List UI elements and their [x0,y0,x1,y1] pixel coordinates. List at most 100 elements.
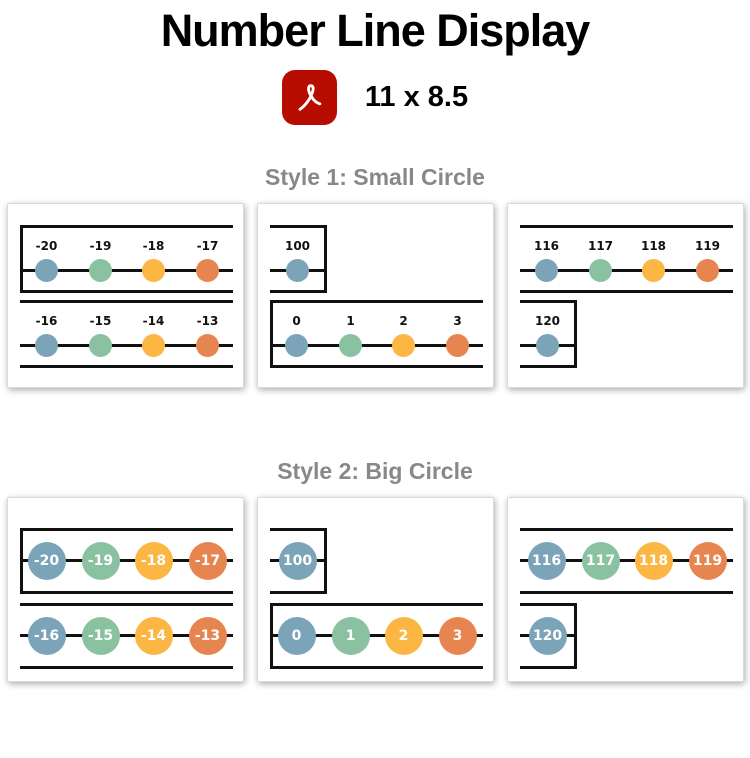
number-circle [89,259,112,282]
number-line [269,344,483,347]
strip-border-line [269,603,483,606]
number-circle-with-label: 118 [634,541,673,580]
section-title-big-circle: Style 2: Big Circle [277,458,473,484]
number-circle-with-label: 100 [278,541,317,580]
number-circle [535,259,558,282]
number-circle [589,259,612,282]
number-circle-with-label: -20 [27,541,66,580]
number-circle-with-label: -16 [27,616,66,655]
tick-number-label: 100 [284,239,311,253]
acrobat-pdf-icon [281,69,337,125]
number-circle [35,334,58,357]
box-right-border [323,528,327,594]
number-circle [446,334,469,357]
tick-number-label: -14 [142,314,165,328]
strip-border-line [269,225,327,228]
strip-border-line [19,300,233,303]
number-circle [536,334,559,357]
page-preview-panel: -20-19-18-17-16-15-14-13 [6,203,244,388]
strip-border-line [519,591,733,594]
number-circle [339,334,362,357]
number-circle-with-label: 1 [331,616,370,655]
number-circle [196,259,219,282]
strip-border-line [269,591,327,594]
tick-number-label: 118 [640,239,667,253]
tick-number-label: 117 [587,239,614,253]
page-size-label: 11 x 8.5 [364,80,469,113]
number-circle-with-label: 117 [581,541,620,580]
strip-border-line [19,528,233,531]
tick-number-label: -15 [89,314,112,328]
number-circle-with-label: -14 [134,616,173,655]
number-line [519,269,733,272]
box-left-border [19,528,23,594]
tick-number-label: -13 [196,314,219,328]
box-left-border [269,300,273,368]
strip-border-line [519,666,577,669]
number-circle-with-label: -17 [188,541,227,580]
strip-border-line [519,300,577,303]
page-title: Number Line Display [160,5,591,56]
tick-number-label: -18 [142,239,165,253]
strip-border-line [519,528,733,531]
number-line [19,634,233,637]
number-circle-with-label: 119 [688,541,727,580]
box-left-border [269,603,273,669]
strip-border-line [519,603,577,606]
tick-number-label: -20 [35,239,58,253]
number-circle [142,334,165,357]
tick-number-label: 120 [534,314,561,328]
box-right-border [573,300,577,368]
number-circle [89,334,112,357]
number-line [19,344,233,347]
pdf-info-row: 11 x 8.5 [0,69,750,125]
number-circle-with-label: 0 [277,616,316,655]
strip-border-line [519,290,733,293]
box-right-border [323,225,327,293]
tick-number-label: 1 [346,314,355,328]
number-circle [35,259,58,282]
page-preview-panel: -20 -19 -18 -17 -16 -15 -14 -13 [6,497,244,682]
strip-border-line [269,528,327,531]
strip-border-line [19,365,233,368]
strip-border-line [19,225,233,228]
tick-number-label: 3 [453,314,462,328]
number-circle-with-label: -18 [134,541,173,580]
tick-number-label: 116 [533,239,560,253]
number-circle [285,334,308,357]
strip-border-line [19,603,233,606]
strip-border-line [19,290,233,293]
number-circle-with-label: 3 [438,616,477,655]
number-circle-with-label: -15 [81,616,120,655]
strip-border-line [269,290,327,293]
strip-border-line [519,365,577,368]
strip-border-line [269,365,483,368]
number-circle [696,259,719,282]
number-circle [392,334,415,357]
number-line [519,559,733,562]
number-circle-with-label: 120 [528,616,567,655]
number-line [19,559,233,562]
number-circle [196,334,219,357]
strip-border-line [19,591,233,594]
number-circle-with-label: -19 [81,541,120,580]
tick-number-label: -19 [89,239,112,253]
number-circle [642,259,665,282]
box-right-border [573,603,577,669]
number-circle-with-label: 2 [384,616,423,655]
number-circle [142,259,165,282]
tick-number-label: -16 [35,314,58,328]
tick-number-label: 0 [292,314,301,328]
number-line [19,269,233,272]
strip-border-line [269,666,483,669]
number-circle-with-label: -13 [188,616,227,655]
number-circle [286,259,309,282]
strip-border-line [519,225,733,228]
box-left-border [19,225,23,293]
